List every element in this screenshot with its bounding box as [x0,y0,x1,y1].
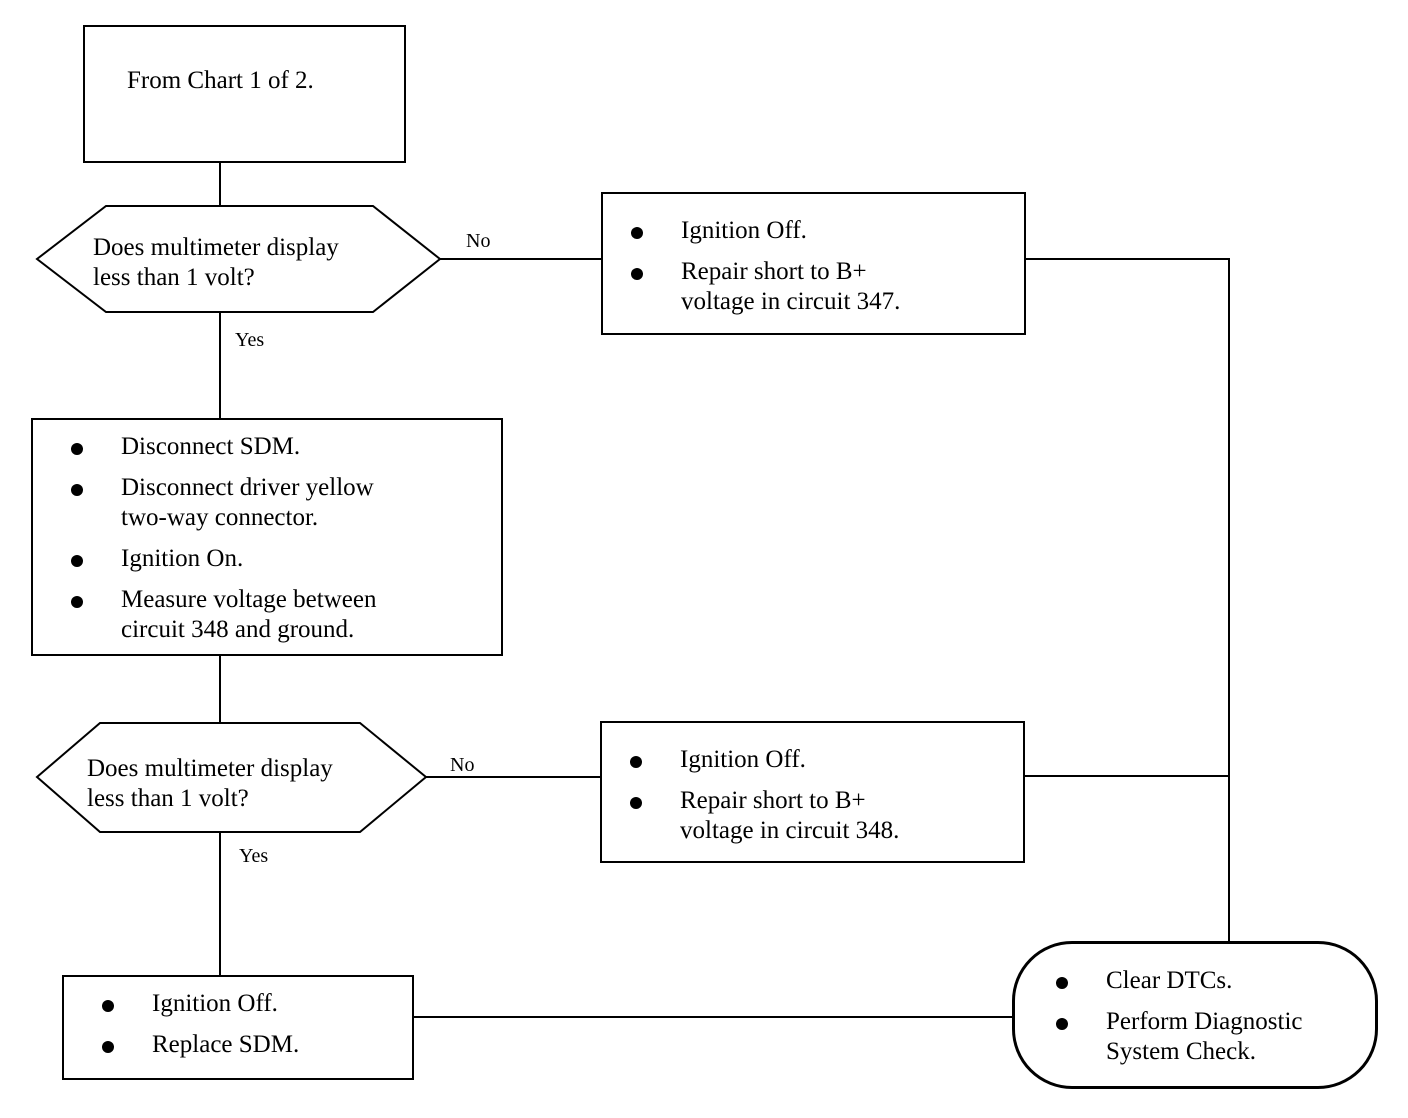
bullet-text: Ignition Off. [681,217,807,244]
bullet-text: Repair short to B+ [681,258,867,285]
bullet-item: Ignition Off. [94,989,299,1019]
bullet-item: Perform Diagnostic System Check. [1048,1007,1302,1067]
bullet-text: Ignition Off. [152,990,278,1017]
bullet-text: Replace SDM. [152,1031,300,1058]
start-box: From Chart 1 of 2. [83,25,406,163]
decision2-question: Does multimeter display less than 1 volt… [87,754,333,814]
bullet-item: Ignition Off. [623,216,900,246]
bullet-text: Disconnect SDM. [121,433,301,460]
edge-no1-to-end [1026,258,1230,942]
action-box-no1: Ignition Off. Repair short to B+ voltage… [601,192,1026,335]
bullet-text: Disconnect driver yellow [121,474,374,501]
bullet-item: Replace SDM. [94,1030,299,1060]
end-terminal: Clear DTCs. Perform Diagnostic System Ch… [1012,941,1378,1089]
bullet-text: Clear DTCs. [1106,967,1233,994]
bullet-text: Perform Diagnostic [1106,1008,1303,1035]
decision2-question-line: less than 1 volt? [87,785,249,812]
decision2-yes-label: Yes [239,845,269,867]
bullet-text: two-way connector. [121,504,319,531]
decision1-question-line: Does multimeter display [93,234,339,261]
bullet-text: circuit 348 and ground. [121,616,355,643]
decision1-question-line: less than 1 volt? [93,264,255,291]
bullet-item: Measure voltage between circuit 348 and … [63,585,376,645]
bullet-item: Repair short to B+ voltage in circuit 34… [622,786,899,846]
start-text: From Chart 1 of 2. [127,67,314,94]
decision2-hexagon [35,722,428,833]
bullet-item: Repair short to B+ voltage in circuit 34… [623,257,900,317]
bullet-item: Disconnect SDM. [63,432,376,462]
bullet-item: Ignition Off. [622,745,899,775]
decision1-question: Does multimeter display less than 1 volt… [93,233,339,293]
bullet-item: Clear DTCs. [1048,966,1302,996]
bullet-text: voltage in circuit 347. [681,288,901,315]
bullet-item: Ignition On. [63,544,376,574]
action-box-no2: Ignition Off. Repair short to B+ voltage… [600,721,1025,863]
bullet-text: Ignition Off. [680,746,806,773]
decision1-yes-label: Yes [235,329,265,351]
action-box-yes1: Disconnect SDM. Disconnect driver yellow… [31,418,503,656]
bullet-text: Repair short to B+ [680,787,866,814]
bullet-item: Disconnect driver yellow two-way connect… [63,473,376,533]
bullet-text: Measure voltage between [121,586,377,613]
bullet-text: System Check. [1106,1038,1256,1065]
decision1-no-label: No [466,230,491,252]
decision2-no-label: No [450,754,475,776]
action-box-yes2: Ignition Off. Replace SDM. [62,975,414,1080]
decision1-hexagon [35,205,442,313]
bullet-text: Ignition On. [121,545,244,572]
decision2-question-line: Does multimeter display [87,755,333,782]
bullet-text: voltage in circuit 348. [680,817,900,844]
